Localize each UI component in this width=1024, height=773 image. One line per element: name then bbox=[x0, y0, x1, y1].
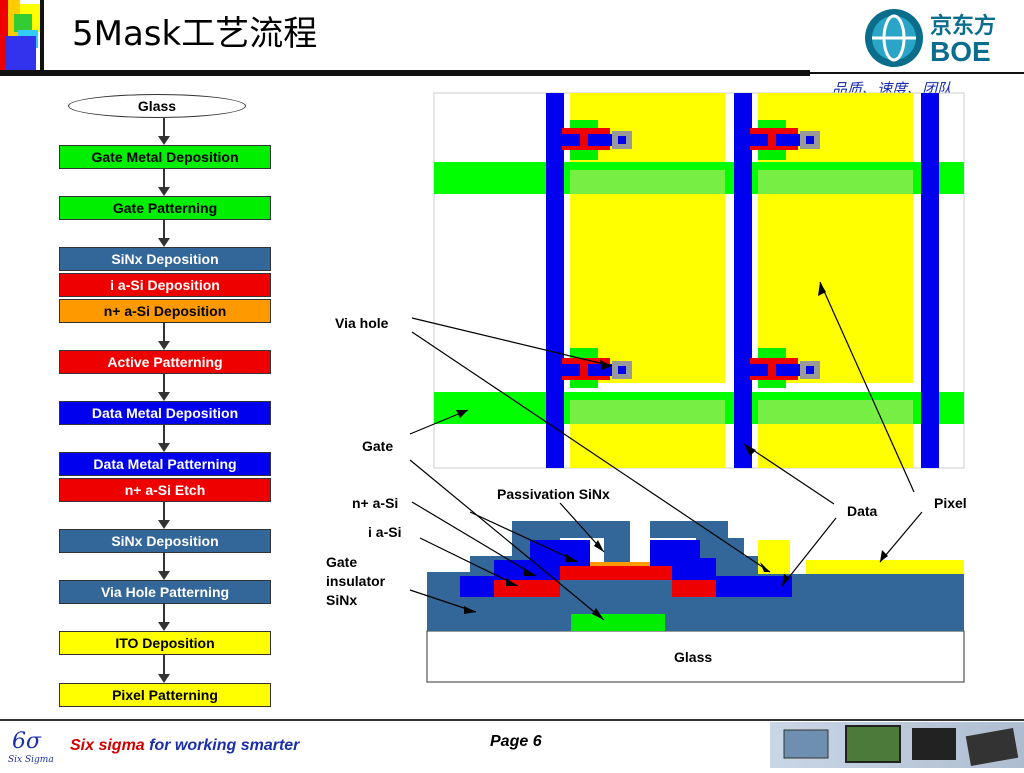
flow-arrow bbox=[163, 553, 165, 572]
label-gate-insulator-3: SiNx bbox=[326, 592, 358, 608]
flow-step: Data Metal Deposition bbox=[59, 401, 271, 425]
data-line bbox=[921, 93, 939, 468]
flow-arrow-head bbox=[158, 341, 170, 350]
flow-arrow bbox=[163, 374, 165, 393]
flow-arrow bbox=[163, 169, 165, 188]
label-pixel: Pixel bbox=[934, 495, 967, 511]
flow-step: i a-Si Deposition bbox=[59, 273, 271, 297]
label-n-plus-asi: n+ a-Si bbox=[352, 495, 399, 511]
flow-start-glass: Glass bbox=[68, 94, 246, 118]
flow-step: Via Hole Patterning bbox=[59, 580, 271, 604]
svg-text:6σ: 6σ bbox=[12, 729, 42, 754]
boe-globe-icon bbox=[865, 9, 923, 67]
flow-arrow-head bbox=[158, 674, 170, 683]
label-via-hole: Via hole bbox=[335, 315, 389, 331]
flow-start-label: Glass bbox=[137, 98, 177, 114]
label-passivation: Passivation SiNx bbox=[497, 486, 610, 502]
flow-arrow-head bbox=[158, 622, 170, 631]
footer-divider bbox=[0, 719, 1024, 721]
logo-chinese: 京东方 bbox=[930, 14, 997, 39]
flow-arrow-head bbox=[158, 443, 170, 452]
flow-step: n+ a-Si Deposition bbox=[59, 299, 271, 323]
flow-step: Gate Patterning bbox=[59, 196, 271, 220]
flow-step: SiNx Deposition bbox=[59, 247, 271, 271]
data-line bbox=[734, 93, 752, 468]
flow-arrow bbox=[163, 323, 165, 342]
tft bbox=[750, 120, 820, 160]
flow-arrow-head bbox=[158, 238, 170, 247]
flow-step: n+ a-Si Etch bbox=[59, 478, 271, 502]
laptop-icon bbox=[783, 729, 829, 759]
footer-slogan-red: Six sigma bbox=[70, 737, 145, 754]
tft bbox=[750, 348, 820, 388]
label-gate: Gate bbox=[362, 438, 394, 454]
flow-arrow-head bbox=[158, 571, 170, 580]
label-gate-insulator-2: insulator bbox=[326, 573, 386, 589]
flow-arrow-head bbox=[158, 520, 170, 529]
flow-step: SiNx Deposition bbox=[59, 529, 271, 553]
label-gate-insulator-1: Gate bbox=[326, 554, 358, 570]
flow-arrow bbox=[163, 425, 165, 444]
tablet-icon bbox=[965, 728, 1019, 766]
footer-slogan: Six sigma for working smarter bbox=[70, 737, 299, 755]
boe-logo: 京东方 BOE bbox=[862, 6, 1002, 70]
label-i-asi: i a-Si bbox=[368, 524, 402, 540]
flow-arrow bbox=[163, 118, 165, 137]
corner-logo bbox=[0, 0, 46, 76]
flow-step: ITO Deposition bbox=[59, 631, 271, 655]
flow-step: Data Metal Patterning bbox=[59, 452, 271, 476]
title-divider bbox=[0, 70, 810, 76]
flow-arrow bbox=[163, 502, 165, 521]
svg-text:Six Sigma: Six Sigma bbox=[8, 755, 54, 765]
flow-arrow-head bbox=[158, 187, 170, 196]
monitor-icon bbox=[912, 728, 956, 760]
footer-slogan-blue: for working smarter bbox=[144, 737, 300, 754]
flow-arrow bbox=[163, 655, 165, 675]
page-title: 5Mask工艺流程 bbox=[72, 14, 318, 54]
flow-arrow bbox=[163, 220, 165, 239]
flow-arrow bbox=[163, 604, 165, 623]
glass-substrate bbox=[426, 630, 965, 683]
page-number: Page 6 bbox=[490, 733, 542, 750]
flow-step: Gate Metal Deposition bbox=[59, 145, 271, 169]
device-photos bbox=[770, 722, 1024, 768]
label-glass: Glass bbox=[674, 649, 713, 665]
title-divider-thin bbox=[810, 72, 1024, 74]
data-line bbox=[546, 93, 564, 468]
logo-english: BOE bbox=[930, 36, 991, 67]
flow-step: Pixel Patterning bbox=[59, 683, 271, 707]
cross-section bbox=[426, 521, 965, 683]
gate-electrode bbox=[571, 614, 665, 631]
label-data: Data bbox=[847, 503, 878, 519]
six-sigma-logo: 6σ Six Sigma bbox=[6, 724, 60, 766]
tft bbox=[562, 120, 632, 160]
callout-arrowheads bbox=[456, 282, 888, 620]
flow-arrow-head bbox=[158, 136, 170, 145]
flow-step: Active Patterning bbox=[59, 350, 271, 374]
flow-arrow-head bbox=[158, 392, 170, 401]
